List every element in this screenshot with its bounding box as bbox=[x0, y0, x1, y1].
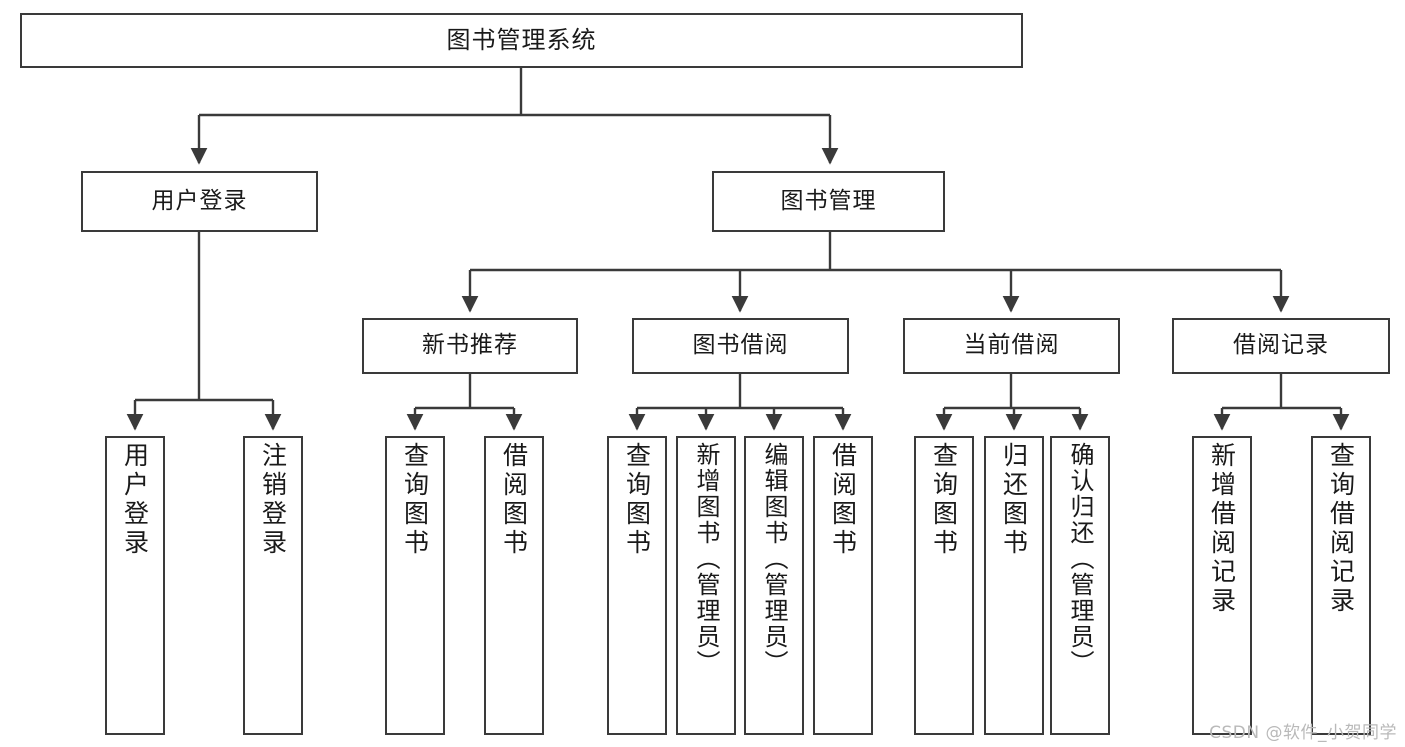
leaf-logout-label: 注销登录 bbox=[258, 442, 288, 558]
leaf-lend-book-label: 借阅图书 bbox=[828, 442, 858, 558]
leaf-query-book-newbook[interactable]: 查询图书 bbox=[385, 436, 445, 735]
node-user-login[interactable]: 用户登录 bbox=[81, 171, 318, 232]
leaf-confirm-return-admin-label: 确认归还（管理员） bbox=[1066, 442, 1094, 676]
node-book-borrow[interactable]: 图书借阅 bbox=[632, 318, 849, 374]
leaf-query-borrow-record[interactable]: 查询借阅记录 bbox=[1311, 436, 1371, 735]
leaf-query-borrow-record-label: 查询借阅记录 bbox=[1326, 442, 1356, 616]
leaf-query-book-current-label: 查询图书 bbox=[929, 442, 959, 558]
node-book-management-label: 图书管理 bbox=[780, 187, 877, 214]
node-user-login-label: 用户登录 bbox=[151, 187, 248, 214]
node-book-borrow-label: 图书借阅 bbox=[692, 332, 789, 359]
leaf-add-book-admin-label: 新增图书（管理员） bbox=[692, 442, 720, 676]
leaf-confirm-return-admin[interactable]: 确认归还（管理员） bbox=[1050, 436, 1110, 735]
node-root[interactable]: 图书管理系统 bbox=[20, 13, 1023, 68]
leaf-user-login[interactable]: 用户登录 bbox=[105, 436, 165, 735]
leaf-return-book-label: 归还图书 bbox=[999, 442, 1029, 558]
leaf-edit-book-admin[interactable]: 编辑图书（管理员） bbox=[744, 436, 804, 735]
leaf-return-book[interactable]: 归还图书 bbox=[984, 436, 1044, 735]
leaf-add-borrow-record-label: 新增借阅记录 bbox=[1207, 442, 1237, 616]
watermark: CSDN @软件_小贺同学 bbox=[1209, 723, 1397, 743]
node-root-label: 图书管理系统 bbox=[446, 26, 597, 55]
leaf-query-book-newbook-label: 查询图书 bbox=[400, 442, 430, 558]
leaf-add-borrow-record[interactable]: 新增借阅记录 bbox=[1192, 436, 1252, 735]
leaf-query-book-borrow[interactable]: 查询图书 bbox=[607, 436, 667, 735]
node-borrow-record[interactable]: 借阅记录 bbox=[1172, 318, 1390, 374]
leaf-user-login-label: 用户登录 bbox=[120, 442, 150, 558]
node-new-book-recommend-label: 新书推荐 bbox=[422, 332, 518, 359]
leaf-edit-book-admin-label: 编辑图书（管理员） bbox=[760, 442, 788, 676]
node-new-book-recommend[interactable]: 新书推荐 bbox=[362, 318, 578, 374]
leaf-query-book-current[interactable]: 查询图书 bbox=[914, 436, 974, 735]
node-borrow-record-label: 借阅记录 bbox=[1233, 332, 1329, 359]
leaf-add-book-admin[interactable]: 新增图书（管理员） bbox=[676, 436, 736, 735]
node-current-borrow-label: 当前借阅 bbox=[963, 332, 1060, 359]
leaf-logout[interactable]: 注销登录 bbox=[243, 436, 303, 735]
leaf-lend-book[interactable]: 借阅图书 bbox=[813, 436, 873, 735]
leaf-query-book-borrow-label: 查询图书 bbox=[622, 442, 652, 558]
node-book-management[interactable]: 图书管理 bbox=[712, 171, 945, 232]
leaf-borrow-book-newbook[interactable]: 借阅图书 bbox=[484, 436, 544, 735]
leaf-borrow-book-newbook-label: 借阅图书 bbox=[499, 442, 529, 558]
node-current-borrow[interactable]: 当前借阅 bbox=[903, 318, 1120, 374]
